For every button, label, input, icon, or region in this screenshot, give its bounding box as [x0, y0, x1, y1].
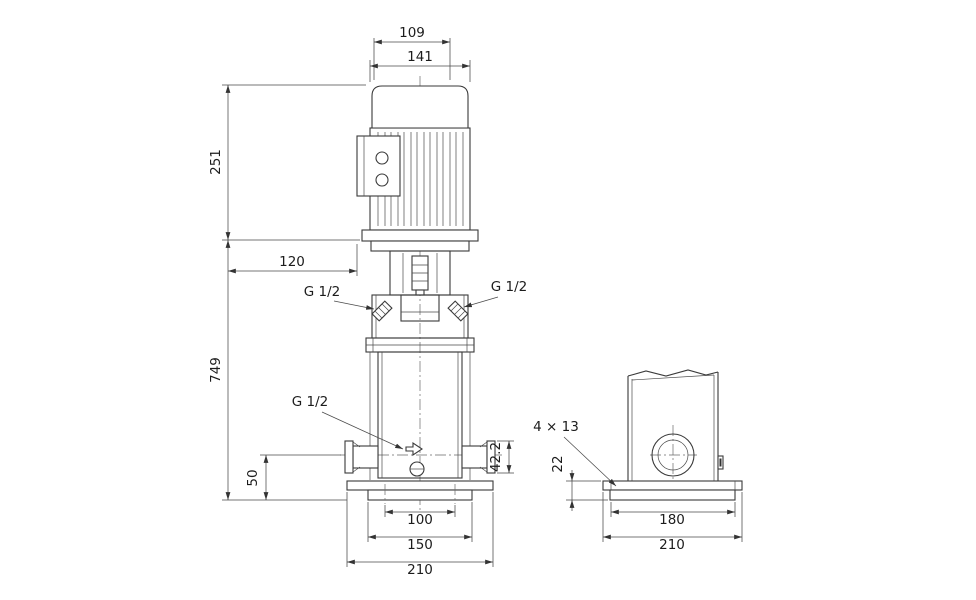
break-line [627, 369, 719, 377]
label-holes: 4 × 13 [533, 419, 617, 487]
port-neck-left [352, 445, 379, 469]
port-neck-right [461, 445, 488, 469]
label-text-g12-drain: G 1/2 [292, 394, 328, 410]
dim-text-150: 150 [407, 537, 433, 553]
cable-entry-top [375, 151, 389, 165]
dim-42-2: 42.2 [488, 440, 514, 474]
side-port-flange [651, 433, 695, 477]
dim-251-749: 251 749 [208, 84, 366, 501]
base-flange-side [602, 480, 743, 491]
dim-text-120: 120 [279, 254, 305, 270]
motor-flange-lower [370, 240, 470, 252]
port-flange-left [344, 440, 354, 474]
dim-text-210-front: 210 [407, 562, 433, 578]
dim-50: 50 [245, 454, 341, 500]
label-g12-drain: G 1/2 [292, 394, 404, 450]
motor-flange-upper [361, 229, 479, 242]
front-view [340, 76, 502, 512]
side-view [602, 369, 743, 501]
dim-120: 120 [228, 244, 358, 276]
base-side [602, 480, 743, 501]
dim-text-50: 50 [245, 469, 261, 486]
base-flange [346, 480, 494, 491]
cable-entry-bottom [375, 173, 389, 187]
dim-text-141: 141 [407, 49, 433, 65]
dim-text-100: 100 [407, 512, 433, 528]
dim-150: 150 [367, 502, 473, 553]
motor [356, 85, 479, 252]
drain-plug [405, 441, 425, 477]
side-column [627, 369, 724, 481]
flow-direction-arrow-icon [405, 441, 423, 457]
bolt-hole-centerlines [384, 484, 456, 504]
dim-text-22: 22 [550, 455, 566, 472]
dim-141: 141 [369, 49, 471, 82]
dim-text-251: 251 [208, 149, 224, 175]
side-port-bore [657, 439, 689, 471]
plug-left [371, 300, 393, 322]
plug-right [447, 300, 469, 322]
fan-cover [371, 85, 469, 129]
label-text-g12-right: G 1/2 [491, 279, 527, 295]
seal-chamber [400, 294, 440, 322]
dim-22: 22 [550, 455, 608, 511]
dim-text-180: 180 [659, 512, 685, 528]
terminal-box [356, 135, 401, 197]
dim-text-749: 749 [208, 357, 224, 383]
base-plate [367, 489, 473, 501]
dim-text-42-2: 42.2 [488, 442, 504, 472]
shaft-end [415, 289, 425, 296]
dim-180: 180 [610, 502, 736, 528]
suction-discharge-ports [344, 440, 496, 474]
dim-text-210-side: 210 [659, 537, 685, 553]
base-front [346, 480, 494, 504]
label-g12-right: G 1/2 [463, 279, 527, 308]
dim-text-109: 109 [399, 25, 425, 41]
motor-stool [389, 250, 451, 296]
dim-210-front: 210 [346, 492, 494, 578]
dim-210-side: 210 [602, 492, 743, 553]
label-g12-left: G 1/2 [304, 284, 375, 310]
label-text-holes: 4 × 13 [533, 419, 579, 435]
dim-100: 100 [384, 505, 456, 528]
dimensions: 109 141 251 749 120 G 1/2 [208, 25, 743, 578]
dim-109: 109 [373, 25, 451, 80]
base-plate-side [609, 489, 736, 501]
port-flange-right [486, 440, 496, 474]
label-text-g12-left: G 1/2 [304, 284, 340, 300]
